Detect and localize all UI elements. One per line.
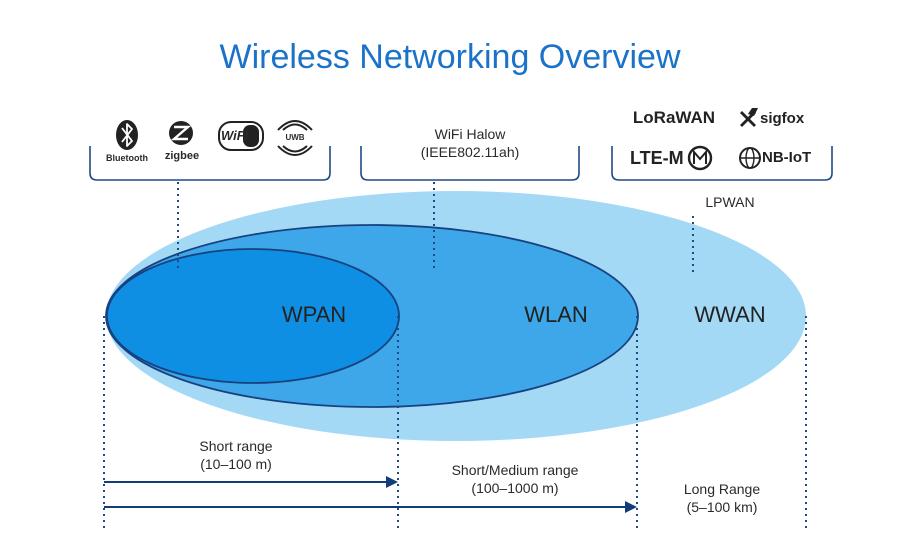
medium-range-value: (100–1000 m) [471, 480, 559, 496]
lpwan-label: LPWAN [705, 194, 755, 210]
page-title: Wireless Networking Overview [219, 38, 681, 76]
lte-m-icon [687, 145, 713, 171]
uwb-icon [277, 120, 313, 156]
wifi-icon [218, 121, 264, 151]
medium-range-label: Short/Medium range [451, 462, 579, 478]
wifi-halow-standard: (IEEE802.11ah) [420, 144, 520, 160]
wlan-bracket [360, 146, 580, 181]
short-range-value: (10–100 m) [200, 456, 272, 472]
wlan-label: WLAN [524, 302, 588, 327]
zigbee-label: zigbee [164, 150, 200, 162]
lte-m-label: LTE-M [630, 148, 684, 168]
long-range-value: (5–100 km) [686, 499, 758, 515]
lorawan-label: LoRaWAN [632, 108, 716, 127]
uwb-label: UWB [285, 133, 305, 142]
bluetooth-label: Bluetooth [106, 153, 148, 163]
long-range-label: Long Range [683, 481, 761, 497]
wifi-halow-label: WiFi Halow [434, 126, 506, 142]
short-range-label: Short range [199, 438, 273, 454]
wpan-label: WPAN [281, 302, 347, 327]
wwan-label: WWAN [694, 302, 766, 327]
nb-iot-icon [739, 147, 761, 169]
wwan-bracket [611, 146, 833, 181]
bluetooth-icon [116, 120, 138, 150]
wifi-logo-text: WiFi [221, 128, 249, 143]
sigfox-label: sigfox [760, 110, 805, 127]
zigbee-icon [169, 121, 193, 145]
sigfox-icon [740, 108, 758, 127]
wpan-bracket [89, 146, 331, 181]
nb-iot-label: NB-IoT [762, 149, 812, 166]
